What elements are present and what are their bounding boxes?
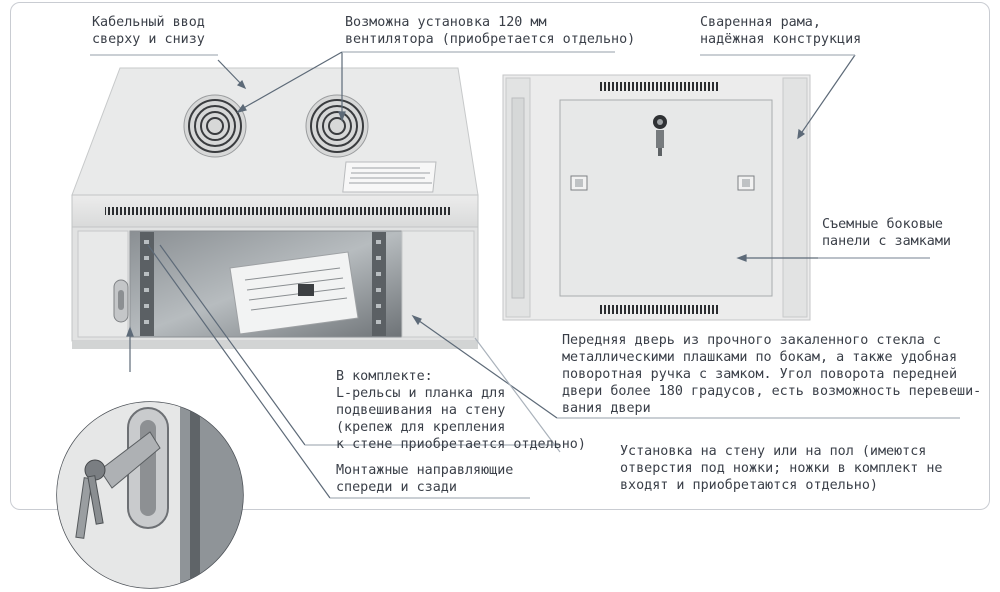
fan-grille-right-icon bbox=[305, 94, 369, 158]
wall-cabinet-front-view bbox=[71, 67, 479, 349]
callout-cable-entry: Кабельный ввод сверху и снизу bbox=[92, 15, 205, 47]
callout-mounting-rails: Монтажные направляющие спереди и сзади bbox=[336, 463, 514, 495]
callout-fan: Возможна установка 120 мм вентилятора (п… bbox=[345, 15, 636, 47]
handle-closeup bbox=[56, 401, 244, 589]
outer-frame bbox=[10, 2, 990, 510]
callout-welded-frame: Сваренная рама, надёжная конструкция bbox=[700, 15, 862, 47]
callout-kit: В комплекте: L-рельсы и планка для подве… bbox=[336, 369, 586, 452]
fan-grille-left-icon bbox=[183, 94, 247, 158]
callout-front-door: Передняя дверь из прочного закаленного с… bbox=[562, 333, 982, 416]
wall-cabinet-side-view bbox=[502, 74, 811, 321]
callout-installation: Установка на стену или на пол (имеются о… bbox=[620, 444, 943, 493]
leader-lines bbox=[90, 51, 960, 499]
callout-side-panels: Съемные боковые панели с замками bbox=[822, 217, 951, 249]
lock-icon bbox=[653, 115, 667, 156]
